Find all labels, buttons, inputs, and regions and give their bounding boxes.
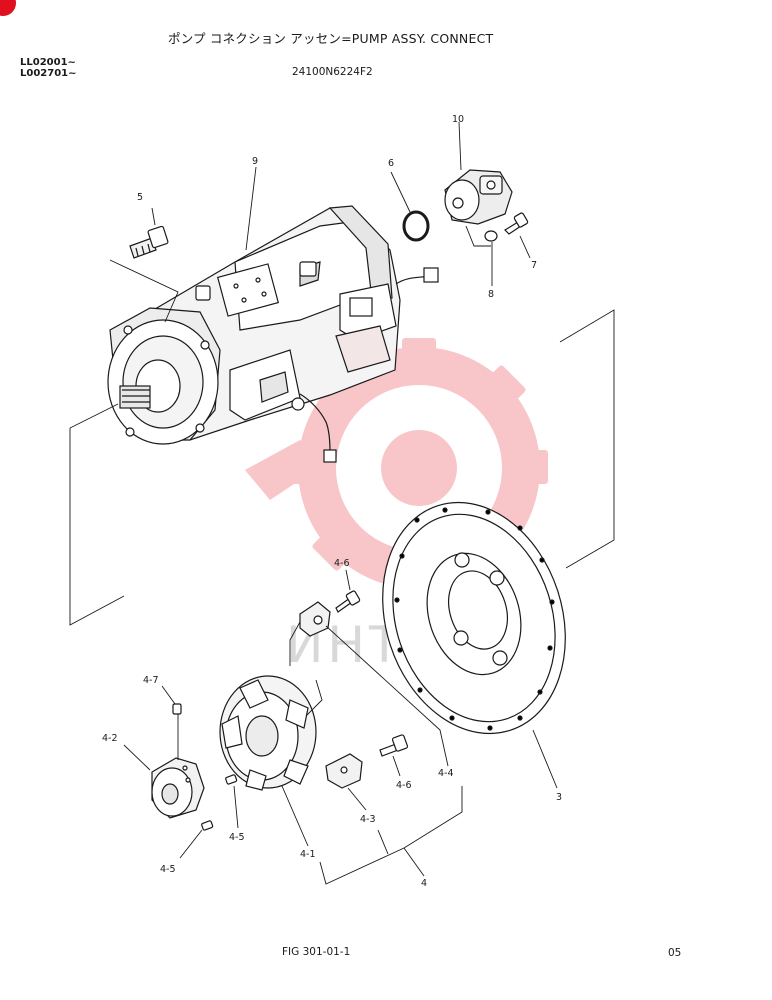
leader-4-1 <box>281 785 309 847</box>
group-bracket-4 <box>319 786 463 885</box>
leader-9 <box>245 166 257 251</box>
bracket-left-side <box>69 428 125 626</box>
flywheel-plate-part-3 <box>382 501 566 735</box>
serial-range-1: LL02001~ <box>20 57 76 68</box>
leader-4-6-lower <box>392 755 401 777</box>
leader-4-7 <box>161 685 176 705</box>
assembly-part-number: 24100N6224F2 <box>292 66 373 78</box>
leader-3 <box>532 729 558 789</box>
callout-4-4: 4-4 <box>438 768 454 779</box>
o-ring-part-6 <box>402 210 430 242</box>
callout-8: 8 <box>488 289 494 300</box>
figure-number: FIG 301-01-1 <box>282 946 351 958</box>
gear-pump-part-10 <box>444 169 513 225</box>
callout-3: 3 <box>556 792 562 803</box>
callout-10: 10 <box>452 114 464 125</box>
leader-4-5-b <box>179 829 203 859</box>
bracket-right <box>559 309 615 569</box>
callout-4-6-upper: 4-6 <box>334 558 350 569</box>
hub-part-4-2 <box>151 757 205 819</box>
callout-6: 6 <box>388 158 394 169</box>
bracket-left-top <box>109 259 179 323</box>
corner-mark <box>0 0 16 16</box>
coupling-part-4-1 <box>219 675 317 791</box>
pin-part-4-5-a <box>225 774 238 785</box>
callout-4-1: 4-1 <box>300 849 316 860</box>
bolt-part-4-6-upper <box>335 590 361 613</box>
leader-coupling-guide <box>305 679 323 717</box>
callout-4-6-lower: 4-6 <box>396 780 412 791</box>
leader-6 <box>390 171 411 213</box>
leader-10-mount <box>465 225 491 247</box>
page-title: ポンプ コネクション アッセン=PUMP ASSY. CONNECT <box>168 31 494 46</box>
main-pump-part-9 <box>107 205 439 463</box>
page-number: 05 <box>668 947 682 959</box>
clamp-block-part-4-4 <box>299 601 331 637</box>
callout-9: 9 <box>252 156 258 167</box>
leader-5 <box>151 207 156 226</box>
leader-4-3 <box>347 787 367 811</box>
leader-4-2 <box>123 744 151 771</box>
bolt-part-7 <box>504 212 529 235</box>
bolt-part-5 <box>129 225 169 259</box>
callout-4: 4 <box>421 878 427 889</box>
serial-range-2: L002701~ <box>20 68 77 79</box>
leader-4-4-guide <box>289 621 301 666</box>
set-screw-part-4-7 <box>172 703 182 715</box>
leader-4-4 <box>325 625 449 767</box>
callout-5: 5 <box>137 192 143 203</box>
callout-7: 7 <box>531 260 537 271</box>
leader-4-6-upper <box>345 569 351 591</box>
clamp-block-part-4-3 <box>325 753 363 789</box>
leader-7 <box>519 235 531 259</box>
leader-4 <box>403 847 425 877</box>
bolt-part-4-6-lower <box>379 734 409 757</box>
callout-4-2: 4-2 <box>102 733 118 744</box>
group-bracket-4-3 <box>377 829 389 855</box>
callout-4-7: 4-7 <box>143 675 159 686</box>
callout-4-5-a: 4-5 <box>229 832 245 843</box>
bracket-left-link <box>69 403 119 429</box>
callout-4-3: 4-3 <box>360 814 376 825</box>
callout-4-5-b: 4-5 <box>160 864 176 875</box>
leader-4-5-a <box>233 785 239 829</box>
leader-10 <box>458 121 462 171</box>
washer-part-8 <box>484 230 498 242</box>
pin-part-4-5-b <box>201 820 214 831</box>
